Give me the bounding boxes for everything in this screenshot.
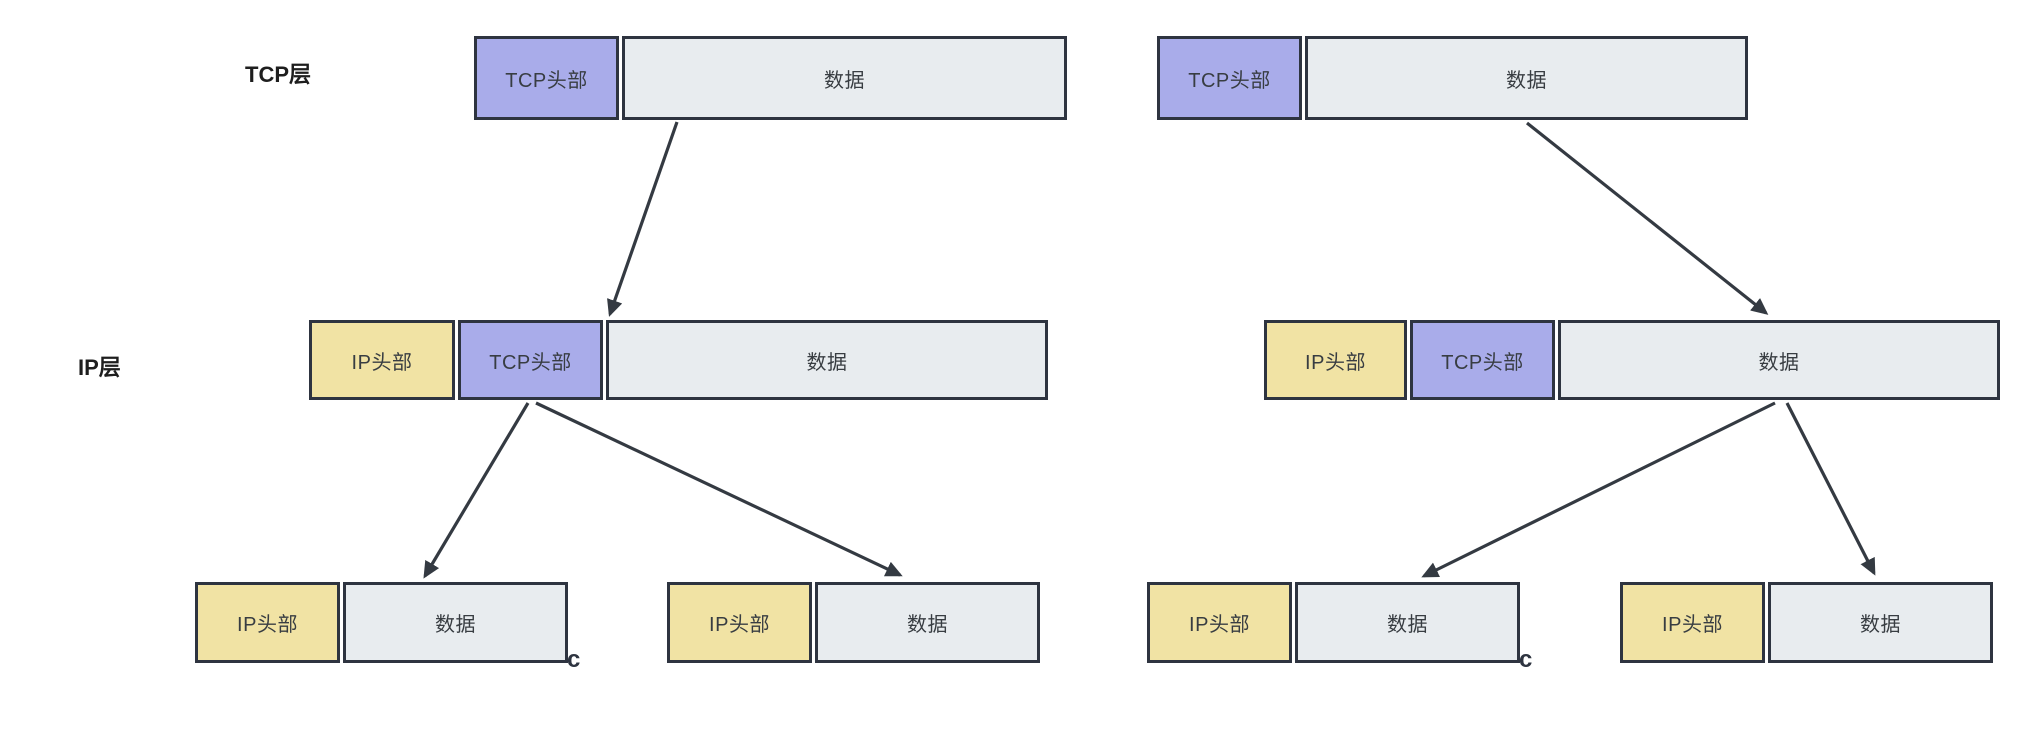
- right-fragment1-stray-char: c: [1519, 646, 1533, 673]
- left-fragment1-ip-header: IP头部: [195, 582, 340, 663]
- right-tcp-packet-data: 数据: [1305, 36, 1748, 120]
- right-ip-packet-ip-header: IP头部: [1264, 320, 1407, 400]
- arrow-right-tcp-to-ip: [1526, 121, 1769, 315]
- right-ip-packet-data: 数据: [1558, 320, 2000, 400]
- left-ip-packet-tcp-header: TCP头部: [458, 320, 603, 400]
- right-ip-packet-tcp-header: TCP头部: [1410, 320, 1555, 400]
- right-fragment2-data: 数据: [1768, 582, 1993, 663]
- ip-layer-label: IP层: [78, 355, 121, 380]
- arrow-left-ip-to-fragment2: [535, 401, 903, 577]
- left-ip-packet-data: 数据: [606, 320, 1048, 400]
- right-fragment2-ip-header: IP头部: [1620, 582, 1765, 663]
- arrow-left-tcp-to-ip: [607, 121, 679, 317]
- left-fragment2-ip-header: IP头部: [667, 582, 812, 663]
- right-fragment1-data: 数据: [1295, 582, 1520, 663]
- left-tcp-packet-data: 数据: [622, 36, 1067, 120]
- right-tcp-packet-header: TCP头部: [1157, 36, 1302, 120]
- right-fragment1-ip-header: IP头部: [1147, 582, 1292, 663]
- arrow-right-ip-to-fragment2: [1785, 402, 1876, 576]
- left-fragment1-data: 数据: [343, 582, 568, 663]
- left-ip-packet-ip-header: IP头部: [309, 320, 455, 400]
- arrow-right-ip-to-fragment1: [1421, 401, 1776, 578]
- left-fragment2-data: 数据: [815, 582, 1040, 663]
- left-fragment1-stray-char: c: [567, 646, 581, 673]
- left-tcp-packet-header: TCP头部: [474, 36, 619, 120]
- arrow-left-ip-to-fragment1: [423, 402, 530, 579]
- tcp-layer-label: TCP层: [245, 62, 312, 87]
